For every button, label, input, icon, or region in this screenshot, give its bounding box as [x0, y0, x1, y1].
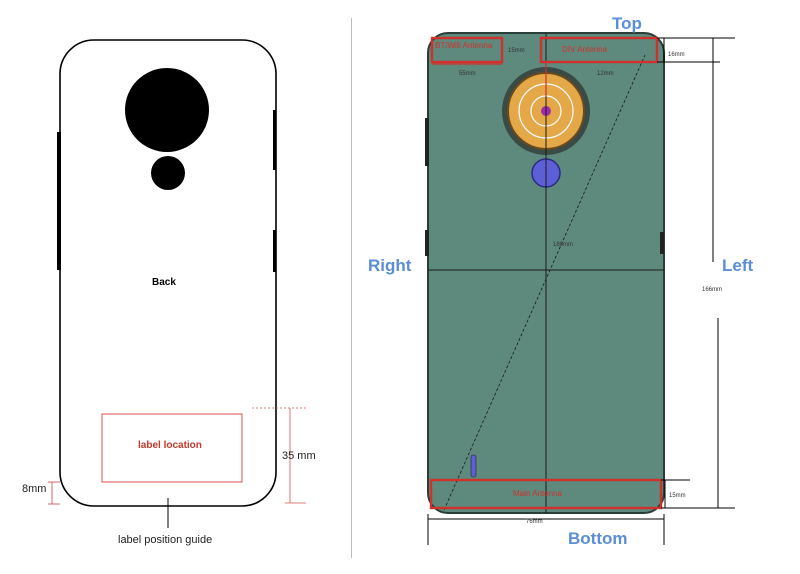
dim-16-label: 16mm	[668, 52, 685, 58]
guide-label: label position guide	[118, 534, 213, 546]
dim-8-markers	[48, 481, 60, 505]
dim-55-label: 55mm	[459, 71, 476, 77]
side-button-right	[660, 232, 664, 254]
dimension-lines	[427, 37, 735, 545]
side-button-left	[425, 118, 429, 166]
dim-35-label: 35 mm	[282, 450, 316, 462]
label-location-text: label location	[138, 440, 202, 451]
main-antenna-label: Main Antenna	[513, 489, 562, 498]
dim-35-markers	[252, 407, 306, 504]
center-lines	[428, 33, 664, 513]
panel-divider	[351, 18, 352, 558]
mic-slot	[470, 454, 477, 478]
back-label: Back	[152, 277, 176, 288]
bt-antenna-label: BT/Wifi Antenna	[435, 41, 493, 50]
dim-8-label: 8mm	[22, 483, 47, 495]
bottom-label: Bottom	[568, 529, 628, 548]
dim-76-label: 76mm	[526, 519, 543, 525]
dim-12-label: 12mm	[597, 71, 614, 77]
top-label: Top	[612, 14, 642, 33]
dim-166-label: 166mm	[702, 287, 723, 293]
div-antenna-label: DIV Antenna	[562, 45, 607, 54]
side-button-left-2	[425, 230, 429, 256]
antenna-zones	[429, 36, 663, 510]
right-label: Right	[368, 256, 412, 275]
dim-180-label: 180mm	[553, 242, 574, 248]
camera-circle	[125, 68, 209, 152]
left-label: Left	[722, 256, 754, 275]
dim-15-bottom-label: 15mm	[669, 493, 686, 499]
diagonal-line	[443, 54, 646, 511]
label-location-box	[101, 413, 243, 483]
dim-15-top-label: 15mm	[508, 48, 525, 54]
sensor-circle	[151, 156, 185, 190]
antenna-connectors	[432, 62, 547, 96]
